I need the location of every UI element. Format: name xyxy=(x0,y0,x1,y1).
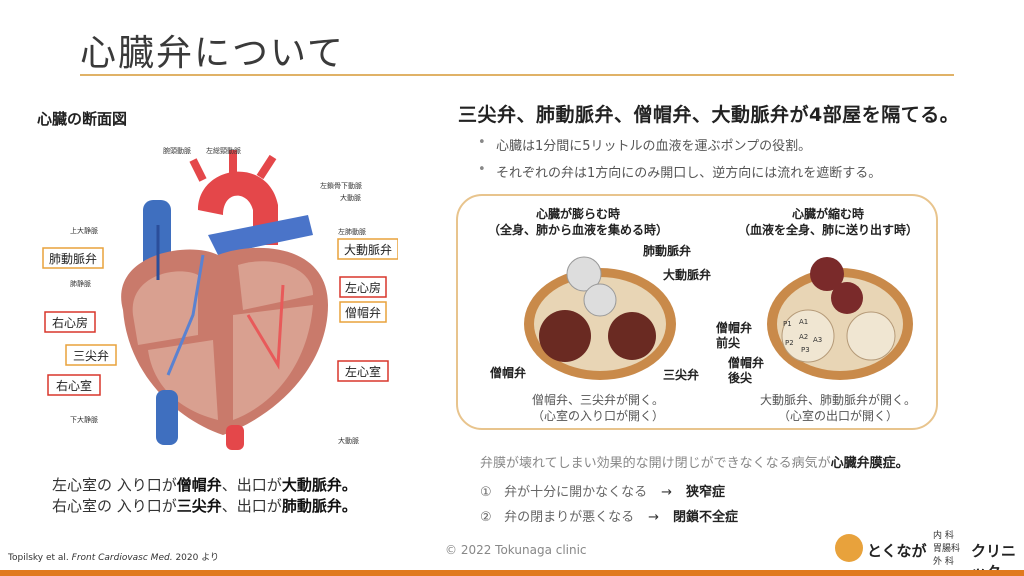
left-ventricle-chamber xyxy=(233,305,313,420)
label-mitral-valve: 僧帽弁 xyxy=(490,366,527,380)
left-atrium-chamber xyxy=(238,261,313,310)
label-descending-aorta: 大動脈 xyxy=(338,436,359,445)
valve-diagram-open-av xyxy=(524,256,676,380)
segment-p2: P2 xyxy=(785,339,794,347)
pulmonary-artery xyxy=(208,215,313,255)
segment-p3: P3 xyxy=(801,346,810,354)
segment-a2: A2 xyxy=(799,333,808,341)
label-aorta: 大動脈 xyxy=(340,193,361,202)
systole-caption: 大動脈弁、肺動脈弁が開く。 （心室の出口が開く） xyxy=(759,393,916,423)
box-left-ventricle: 左心室 xyxy=(337,360,389,382)
tricuspid-orifice-open xyxy=(608,312,656,360)
box-left-atrium: 左心房 xyxy=(339,276,387,298)
systole-title: 心臓が縮む時 （血液を全身、肺に送り出す時） xyxy=(737,207,918,237)
segment-p1: P1 xyxy=(783,320,792,328)
clinic-logo: とくなが 内 科 胃腸科 外 科 クリニック xyxy=(835,526,1020,576)
bullet-item: それぞれの弁は1方向にのみ開口し、逆方向には流れを遮断する。 xyxy=(478,162,881,181)
label-tricuspid-valve: 三尖弁 xyxy=(663,368,700,382)
summary-line-left: 左心室の 入り口が僧帽弁、出口が大動脈弁。 xyxy=(52,476,357,494)
bullet-item: 心臓は1分間に5リットルの血液を運ぶポンプの役割。 xyxy=(478,135,881,154)
label-mitral-anterior: 僧帽弁 前尖 xyxy=(716,321,753,350)
disease-item-regurgitation: ② 弁の閉まりが悪くなる→閉鎖不全症 xyxy=(480,510,738,525)
heart-section-title: 心臓の断面図 xyxy=(37,110,128,128)
label-aortic-valve: 大動脈弁 xyxy=(663,268,712,282)
label-pulmonary-vein: 肺静脈 xyxy=(70,279,91,288)
label-ivc: 下大静脈 xyxy=(70,415,98,424)
label-pulmonary-valve: 肺動脈弁 xyxy=(643,244,692,258)
valve-comparison-panel: 心臓が膨らむ時 （全身、肺から血液を集める時） 肺動脈弁 大動脈弁 僧帽弁 三尖… xyxy=(456,194,938,430)
svg-text:右心房: 右心房 xyxy=(52,315,88,330)
svg-text:三尖弁: 三尖弁 xyxy=(73,348,109,363)
label-left-pulmonary-artery: 左肺動脈 xyxy=(338,227,366,236)
mitral-valve-closed xyxy=(781,309,835,363)
bullet-list: 心臓は1分間に5リットルの血液を運ぶポンプの役割。 それぞれの弁は1方向にのみ開… xyxy=(478,135,881,189)
clinic-logo-mark-icon xyxy=(835,534,863,562)
box-pulmonary-valve: 肺動脈弁 xyxy=(42,247,104,269)
heart-cross-section-diagram: 腕頭動脈 左総頸動脈 左鎖骨下動脈 大動脈 上大静脈 左肺動脈 肺静脈 下大静脈… xyxy=(42,146,398,450)
summary-line-right: 右心室の 入り口が三尖弁、出口が肺動脈弁。 xyxy=(52,497,357,515)
right-ventricle-chamber xyxy=(148,340,218,420)
descending-aorta xyxy=(226,425,244,450)
aortic-valve-open xyxy=(831,282,863,314)
disease-item-stenosis: ① 弁が十分に開かなくなる→狭窄症 xyxy=(480,485,725,500)
svg-text:左心房: 左心房 xyxy=(345,280,381,295)
artery-branch-1 xyxy=(189,158,207,182)
artery-branch-3 xyxy=(256,154,277,180)
svg-text:肺動脈弁: 肺動脈弁 xyxy=(49,251,97,266)
slide-title: 心臓弁について xyxy=(80,33,345,74)
tricuspid-valve-closed xyxy=(846,311,896,361)
segment-a3: A3 xyxy=(813,336,822,344)
clinic-logo-dept-gastro: 胃腸科 xyxy=(933,544,961,554)
label-brachiocephalic: 腕頭動脈 xyxy=(163,146,191,155)
svg-text:右心室: 右心室 xyxy=(56,378,92,393)
valvular-disease-intro: 弁膜が壊れてしまい効果的な開け閉じができなくなる病気が心臓弁膜症。 xyxy=(480,456,909,471)
flow-arrow-blue-2 xyxy=(166,254,205,376)
diastole-title: 心臓が膨らむ時 （全身、肺から血液を集める時） xyxy=(488,207,669,237)
label-left-subclavian: 左鎖骨下動脈 xyxy=(320,181,362,190)
mitral-orifice-open xyxy=(539,310,591,362)
svg-text:僧帽弁: 僧帽弁 xyxy=(345,305,381,320)
valves-headline: 三尖弁、肺動脈弁、僧帽弁、大動脈弁が4部屋を隔てる。 xyxy=(458,104,960,126)
aortic-valve-closed xyxy=(583,283,617,317)
clinic-logo-dept-internal: 内 科 xyxy=(933,531,954,541)
pulmonary-valve-closed xyxy=(566,256,602,292)
box-mitral-valve: 僧帽弁 xyxy=(339,301,387,323)
label-svc: 上大静脈 xyxy=(70,226,98,235)
box-tricuspid-valve: 三尖弁 xyxy=(65,344,117,366)
box-right-ventricle: 右心室 xyxy=(47,374,101,396)
valve-diagram-open-outflow: A1 A2 A3 P1 P2 P3 xyxy=(767,257,913,380)
right-atrium-chamber xyxy=(132,271,198,345)
svg-text:大動脈弁: 大動脈弁 xyxy=(344,242,392,257)
title-divider xyxy=(80,74,954,76)
footer-accent-bar xyxy=(0,570,1024,576)
label-mitral-posterior: 僧帽弁 後尖 xyxy=(728,356,765,385)
segment-a1: A1 xyxy=(799,318,808,326)
clinic-logo-dept-surgery: 外 科 xyxy=(933,557,954,567)
label-left-common-carotid: 左総頸動脈 xyxy=(206,146,241,155)
clinic-logo-name: とくなが xyxy=(867,542,927,560)
flow-arrow-red xyxy=(246,284,285,370)
pulmonary-valve-open xyxy=(810,257,844,291)
box-right-atrium: 右心房 xyxy=(44,311,96,333)
inferior-vena-cava xyxy=(156,390,178,445)
copyright-notice: © 2022 Tokunaga clinic xyxy=(445,543,587,557)
box-aortic-valve: 大動脈弁 xyxy=(337,238,398,260)
diastole-caption: 僧帽弁、三尖弁が開く。 （心室の入り口が開く） xyxy=(531,393,664,423)
figure-citation: Topilsky et al. Front Cardiovasc Med. 20… xyxy=(8,553,220,563)
svg-text:左心室: 左心室 xyxy=(345,364,381,379)
